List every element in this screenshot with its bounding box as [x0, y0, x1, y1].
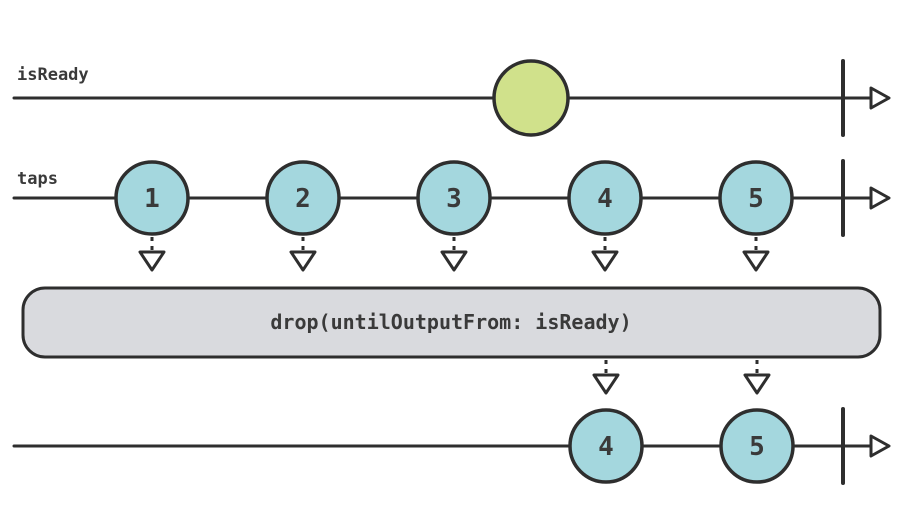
tap-marble-1-value: 1	[144, 184, 160, 214]
output-marble-4: 4	[568, 408, 644, 484]
taps-feed-arrows	[138, 237, 770, 272]
taps-timeline: taps 1 2 3 4 5	[12, 159, 891, 237]
output-marble-4-value: 4	[598, 432, 614, 462]
tap-4-feed-arrow-icon	[591, 237, 619, 272]
taps-label: taps	[17, 169, 58, 189]
tap-marble-3: 3	[416, 160, 492, 236]
tap-marble-1-circle	[114, 160, 190, 236]
operator-box	[21, 286, 882, 359]
taps-arrowhead-icon	[869, 186, 891, 210]
output-marble-4-circle	[568, 408, 644, 484]
tap-5-feed-arrow-icon	[742, 237, 770, 272]
output-timeline: 4 5	[12, 407, 891, 485]
isready-marble	[492, 59, 570, 137]
tap-marble-2-circle	[265, 160, 341, 236]
tap-1-feed-arrow-icon	[138, 237, 166, 272]
tap-marble-5: 5	[718, 160, 794, 236]
output-marble-5: 5	[719, 408, 795, 484]
isready-label: isReady	[17, 65, 89, 85]
tap-marble-5-circle	[718, 160, 794, 236]
tap-marble-2: 2	[265, 160, 341, 236]
output-marble-5-value: 5	[749, 432, 765, 462]
tap-marble-5-value: 5	[748, 184, 764, 214]
operator-label: drop(untilOutputFrom: isReady)	[270, 310, 631, 334]
tap-marble-1: 1	[114, 160, 190, 236]
operator: drop(untilOutputFrom: isReady)	[21, 286, 882, 359]
output-5-feed-arrow-icon	[743, 360, 771, 395]
operator-output-arrows	[592, 360, 771, 395]
isready-timeline: isReady	[12, 59, 891, 137]
isready-arrowhead-icon	[869, 86, 891, 110]
output-4-feed-arrow-icon	[592, 360, 620, 395]
tap-3-feed-arrow-icon	[440, 237, 468, 272]
tap-marble-4-value: 4	[597, 184, 613, 214]
output-marble-5-circle	[719, 408, 795, 484]
tap-marble-2-value: 2	[295, 184, 311, 214]
tap-marble-3-value: 3	[446, 184, 462, 214]
tap-marble-3-circle	[416, 160, 492, 236]
tap-marble-4: 4	[567, 160, 643, 236]
tap-marble-4-circle	[567, 160, 643, 236]
tap-2-feed-arrow-icon	[289, 237, 317, 272]
output-arrowhead-icon	[869, 434, 891, 458]
